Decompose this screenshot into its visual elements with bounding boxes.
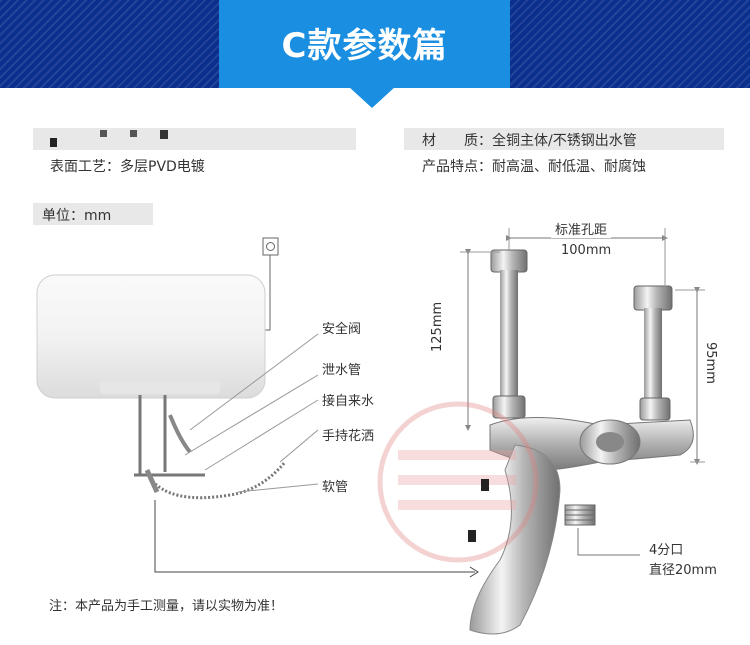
watermark-seal [377, 401, 539, 563]
faucet-illustration [460, 228, 705, 635]
banner-title-panel [219, 0, 510, 88]
hole-spacing-value: 100mm [561, 243, 612, 258]
unit-bar [33, 203, 153, 225]
water-heater-illustration [36, 274, 479, 578]
obscured-mark [50, 138, 57, 147]
header-banner: C款参数篇 [0, 0, 750, 88]
obscured-mark [160, 130, 168, 139]
label-drain-pipe: 泄水管 [322, 363, 362, 378]
label-hose: 软管 [322, 480, 349, 495]
height-right-value: 95mm [703, 342, 718, 384]
obscured-mark [130, 130, 137, 137]
spec-features: 产品特点：耐高温、耐低温、耐腐蚀 [422, 159, 646, 175]
height-left-value: 125mm [430, 301, 445, 352]
power-socket-icon [260, 237, 279, 331]
hole-spacing-label: 标准孔距 [551, 219, 612, 238]
label-safety-valve: 安全阀 [322, 322, 362, 337]
unit-label: 单位：mm [42, 208, 112, 224]
page-title: C款参数篇 [281, 26, 448, 66]
obscured-mark [468, 530, 476, 542]
spec-surface: 表面工艺：多层PVD电镀 [50, 159, 205, 175]
obscured-mark [481, 479, 489, 491]
spec-bar-left [33, 128, 356, 150]
footnote: 注：本产品为手工测量，请以实物为准！ [49, 599, 284, 614]
thread-label: 4分口 [649, 543, 684, 558]
obscured-mark [100, 130, 107, 137]
diameter-label: 直径20mm [649, 563, 717, 578]
label-inlet: 接自来水 [322, 394, 375, 409]
spec-bar-right [404, 128, 724, 150]
banner-notch [348, 86, 396, 108]
label-shower: 手持花洒 [322, 429, 375, 444]
spec-material: 材 质：全铜主体/不锈钢出水管 [422, 133, 637, 149]
